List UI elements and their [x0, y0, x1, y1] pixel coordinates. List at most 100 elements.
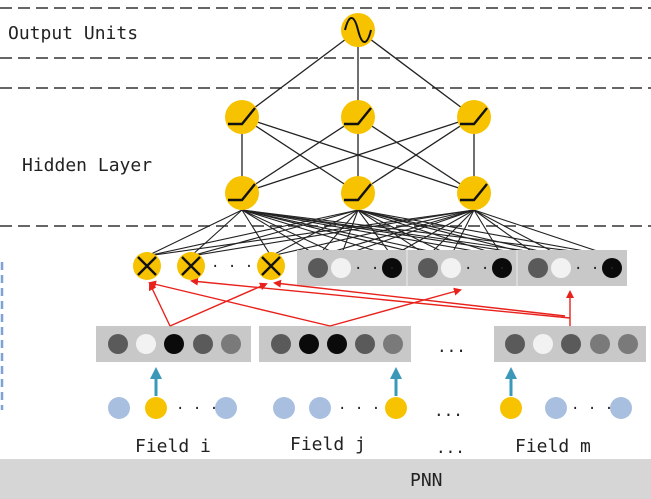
field-i-label: Field i: [135, 436, 211, 457]
embedding-node: [331, 258, 351, 278]
input-ellipsis: ...: [434, 401, 463, 420]
embedding-layer: [96, 326, 646, 362]
connection-line: [241, 209, 393, 257]
input-node: [309, 397, 331, 419]
embedding-node: [551, 258, 571, 278]
cross-multiply-icon: [181, 256, 201, 276]
embedding-ellipsis: ...: [437, 337, 466, 356]
embedding-node: [271, 334, 291, 354]
input-layer: [108, 397, 632, 419]
connection-line: [450, 209, 475, 257]
embedding-node: [164, 334, 184, 354]
product-unit: [257, 252, 285, 280]
connection-line: [241, 116, 359, 194]
embedding-node: [492, 258, 512, 278]
input-node: [273, 397, 295, 419]
product-arrow: [169, 282, 268, 327]
bar-ellipsis: · · ·: [574, 261, 616, 277]
relu-icon: [344, 183, 372, 202]
hidden-connections: [241, 116, 475, 194]
embedding-node: [533, 334, 553, 354]
relu-icon: [228, 107, 256, 126]
product-to-hidden-connections: [146, 209, 613, 257]
connection-line: [473, 209, 562, 257]
embedding-node: [221, 334, 241, 354]
connection-line: [317, 209, 475, 257]
connection-line: [317, 209, 359, 257]
embedding-node: [308, 258, 328, 278]
field-m-label: Field m: [515, 436, 591, 457]
connection-line: [357, 209, 429, 257]
relu-icon: [460, 183, 488, 202]
product-arrow: [148, 282, 171, 327]
embedding-node: [299, 334, 319, 354]
connection-line: [241, 116, 475, 194]
linear-signal-nodes: [308, 258, 622, 278]
product-layer: [133, 252, 285, 280]
embedding-node: [590, 334, 610, 354]
relu-icon: [228, 183, 256, 202]
dashed-separators: [0, 7, 651, 227]
hidden-unit: [225, 100, 259, 134]
input-node-active: [500, 397, 522, 419]
input-node: [610, 397, 632, 419]
embedding-node: [108, 334, 128, 354]
hidden-unit: [457, 176, 491, 210]
embedding-node: [561, 334, 581, 354]
product-arrow: [273, 279, 566, 317]
connection-line: [357, 29, 475, 118]
input-ellipsis: · · ·: [338, 401, 380, 417]
bar-ellipsis: · · ·: [464, 261, 506, 277]
bar-ellipsis: · · ·: [354, 261, 396, 277]
connection-line: [340, 209, 475, 257]
linear-signal-bar: [297, 250, 627, 286]
output-units-label: Output Units: [8, 23, 138, 44]
connection-line: [357, 209, 539, 257]
hidden-unit: [341, 100, 375, 134]
hidden-unit: [225, 176, 259, 210]
embedding-node: [441, 258, 461, 278]
connection-line: [146, 209, 359, 257]
connection-line: [146, 209, 243, 257]
embedding-node: [383, 334, 403, 354]
cross-multiply-icon: [261, 256, 281, 276]
product-arrow: [329, 287, 462, 327]
connection-line: [391, 209, 475, 257]
relu-icon: [460, 107, 488, 126]
connection-line: [241, 209, 272, 257]
connection-line: [473, 209, 503, 257]
embedding-node: [193, 334, 213, 354]
embedding-node: [602, 258, 622, 278]
cross-multiply-icon: [137, 256, 157, 276]
embedding-node: [528, 258, 548, 278]
embedding-node: [505, 334, 525, 354]
connection-line: [241, 29, 359, 118]
connection-line: [357, 209, 503, 257]
input-node: [545, 397, 567, 419]
connection-line: [473, 209, 539, 257]
connection-line: [146, 209, 475, 257]
input-ellipsis: · · ·: [571, 401, 613, 417]
connection-line: [427, 209, 475, 257]
input-ellipsis: · · ·: [176, 401, 218, 417]
embedding-node: [382, 258, 402, 278]
relu-icon: [344, 107, 372, 126]
footer-bar: [0, 459, 651, 499]
embedding-node: [327, 334, 347, 354]
connection-line: [270, 209, 359, 257]
embedding-node: [418, 258, 438, 278]
connection-line: [357, 209, 393, 257]
footer-label: PNN: [410, 470, 443, 491]
embedding-node: [136, 334, 156, 354]
hidden-layer-2: [225, 100, 491, 134]
connection-line: [270, 209, 475, 257]
connection-line: [190, 209, 359, 257]
connection-line: [340, 209, 359, 257]
connection-line: [190, 209, 475, 257]
connection-line: [357, 209, 613, 257]
output-unit: [341, 13, 375, 47]
hidden-layer-1: [225, 176, 491, 210]
connection-line: [241, 209, 613, 257]
